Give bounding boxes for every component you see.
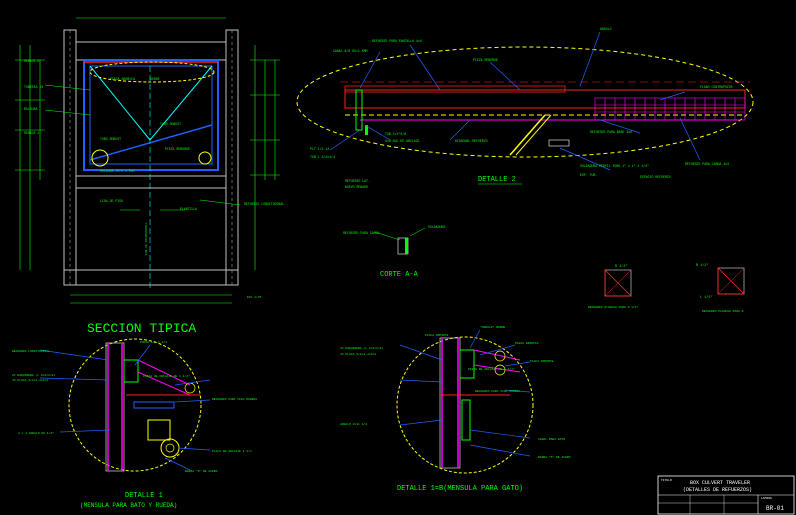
r-half-a: R 1/2" <box>615 264 628 269</box>
detail-2-ellipse <box>296 46 754 158</box>
svg-text:PUNTA 1/2 x 1/2: PUNTA 1/2 x 1/2 <box>140 340 167 344</box>
svg-text:PLANO CONTRAPOZOS: PLANO CONTRAPOZOS <box>700 85 733 89</box>
escala-label: ESC 1/25 <box>247 295 262 299</box>
d2-esp: ESP. TUB. <box>580 173 597 177</box>
refuerzo-b: REFUERZO PLANCHA PARA R <box>702 310 744 313</box>
svg-text:BORDE: BORDE <box>150 77 160 81</box>
svg-text:PIEZA GRAMICA: PIEZA GRAMICA <box>515 342 539 345</box>
svg-text:CANAL PARA GATO: CANAL PARA GATO <box>538 438 565 441</box>
svg-text:PLT 1/2 12: PLT 1/2 12 <box>310 147 329 151</box>
d2-right-note: REFUERZO PARA CARGA 4x3 <box>685 162 729 166</box>
title-block-label: TITULO <box>661 479 672 482</box>
detalle-1-title: DETALLE 1 <box>125 492 163 500</box>
svg-text:MOLDURA 10/2 1.85M: MOLDURA 10/2 1.85M <box>100 169 135 173</box>
d1-refuerzo: REFUERZO LONGITUDINAL <box>12 350 50 353</box>
svg-text:"ANGULO" BORDE: "ANGULO" BORDE <box>480 325 505 329</box>
plate-details-group: R 1/2" REFUERZO PLANCHA PARA R 1/2" R 1/… <box>588 263 745 313</box>
svg-text:REFUERZO PARA BASE 3x6: REFUERZO PARA BASE 3x6 <box>590 130 632 134</box>
svg-text:CANAL 6/8 6X=1.5MM: CANAL 6/8 6X=1.5MM <box>333 49 368 53</box>
svg-text:REFUERZO PARA VIGA MADERA: REFUERZO PARA VIGA MADERA <box>212 398 257 401</box>
detail-1-circle <box>68 338 202 472</box>
title-block-line2: (DETALLES DE REFUERZOS) <box>683 487 752 493</box>
svg-text:PIEZA REBORDE: PIEZA REBORDE <box>473 58 498 62</box>
detalle-1b-group: 2C ESQUINERA (L 3x3x3/8) 4X PLACA 3/4x1.… <box>340 325 571 493</box>
svg-text:REFUERZO LONGITUDINAL: REFUERZO LONGITUDINAL <box>244 202 284 206</box>
svg-text:PIEZA GRAMICA: PIEZA GRAMICA <box>110 77 135 81</box>
svg-text:4x6 NUL DE ANCLAJE: 4x6 NUL DE ANCLAJE <box>385 139 420 143</box>
svg-text:PLACA SOPORTE: PLACA SOPORTE <box>425 334 449 337</box>
svg-text:4X PLACA 3/4x1.4x3/8: 4X PLACA 3/4x1.4x3/8 <box>12 378 48 382</box>
svg-text:PIEZA DE ANCLAJE DE 1 1/2": PIEZA DE ANCLAJE DE 1 1/2" <box>143 374 190 378</box>
d1b-label: 2C ESQUINERA (L 3x3x3/8) <box>340 346 383 350</box>
svg-text:PLANTILLA: PLANTILLA <box>180 207 197 211</box>
svg-text:DIAGONAL REFUERZO: DIAGONAL REFUERZO <box>455 139 488 143</box>
d1b-sub: 4X PLACA 3/4x1.4x3/8 <box>340 352 376 356</box>
svg-text:TUBO ROBUST: TUBO ROBUST <box>160 122 181 126</box>
svg-text:REFUERZO PARA VIGA MADERA: REFUERZO PARA VIGA MADERA <box>475 390 520 393</box>
detalle-1-group: REFUERZO LONGITUDINAL 2X ESQUINERA (L 3x… <box>12 338 257 509</box>
svg-text:PLACA DE ANCLAJE 1 3/4: PLACA DE ANCLAJE 1 3/4 <box>212 449 252 453</box>
soldadura-note: SOLDADURA <box>428 225 445 229</box>
detalle-2-group: REFUERZO PARA PANTALLA 4x4 CANAL 6/8 6X=… <box>296 27 754 189</box>
corte-aa-title: CORTE A-A <box>380 271 419 279</box>
title-block-line1: BOX CULVERT TRAVELER <box>690 480 750 486</box>
svg-text:REBAJE D: REBAJE D <box>24 59 39 63</box>
seccion-tipica-group: REBAJE D TUBERIA 10 MOLDURA REBAJE 1 TUBO … <box>15 17 284 336</box>
l-half: L 1/2" <box>700 295 713 300</box>
svg-text:2X ESQUINERA (L 3x3x3/8): 2X ESQUINERA (L 3x3x3/8) <box>12 373 55 377</box>
d1-diag: 4 x 4 ANGULO DE 1/4" <box>18 431 54 435</box>
svg-text:EJE DE TRANSVERSAL: EJE DE TRANSVERSAL <box>145 222 148 255</box>
svg-text:REBAJE 1: REBAJE 1 <box>24 131 39 135</box>
corte-aa-group: REFUERZO PARA CARGA SOLDADURA CORTE A-A <box>343 225 445 279</box>
svg-text:TUBERIA 10: TUBERIA 10 <box>24 85 43 89</box>
svg-text:BARRA "S" DE ACERO: BARRA "S" DE ACERO <box>185 469 218 473</box>
svg-text:ANGULO 3x3x 1/4: ANGULO 3x3x 1/4 <box>340 422 367 426</box>
svg-text:TUB 1 3/4x1/4: TUB 1 3/4x1/4 <box>310 155 335 159</box>
sheet-number: BR-01 <box>766 505 784 512</box>
refuerzo-a: REFUERZO PLANCHA PARA R 1/2" <box>588 305 639 309</box>
detalle-1b-title: DETALLE 1=B(MENSULA PARA GATO) <box>397 485 523 493</box>
seccion-tipica-title: SECCION TIPICA <box>87 321 196 336</box>
title-block: TITULO BOX CULVERT TRAVELER (DETALLES DE… <box>657 475 795 515</box>
d2-soldadura: SOLDADURA PERFIL TUBO 1" x 1" x 1/4" <box>580 164 649 168</box>
svg-text:REFUERZO LAT.: REFUERZO LAT. <box>345 179 370 183</box>
corte-note: REFUERZO PARA CARGA <box>343 231 379 235</box>
svg-text:BARRA "S" DE ACERO: BARRA "S" DE ACERO <box>538 455 571 459</box>
top-angulo-label: ANGULO <box>600 27 612 31</box>
svg-text:MOLDURA: MOLDURA <box>24 107 37 111</box>
svg-text:TUBO ROBUST: TUBO ROBUST <box>100 137 121 141</box>
detalle-1-subtitle: (MENSULA PARA BATO Y RUEDA) <box>80 502 177 509</box>
detalle-2-title: DETALLE 2 <box>478 176 516 184</box>
svg-text:LIGA DE PISO: LIGA DE PISO <box>100 199 123 203</box>
box-frame <box>83 59 219 171</box>
sheet-label: LAMINA <box>761 497 772 500</box>
svg-text:PIEZA REBORDE: PIEZA REBORDE <box>165 147 190 151</box>
svg-text:TUB 3/4"3/8: TUB 3/4"3/8 <box>385 132 406 136</box>
svg-text:PLACA SOPORTE: PLACA SOPORTE <box>530 360 554 363</box>
svg-text:REFUERZO PARA PANTALLA 4x4: REFUERZO PARA PANTALLA 4x4 <box>372 39 422 43</box>
svg-text:ESPACIO REFUERZO: ESPACIO REFUERZO <box>640 175 671 179</box>
svg-text:NUEVO REBARD: NUEVO REBARD <box>345 185 368 189</box>
detail-1b-circle <box>396 336 534 474</box>
r-half-b: R 1/2" <box>696 263 709 268</box>
svg-text:PIEZA DE ANCLAJE DE 1 1/2": PIEZA DE ANCLAJE DE 1 1/2" <box>468 367 515 371</box>
